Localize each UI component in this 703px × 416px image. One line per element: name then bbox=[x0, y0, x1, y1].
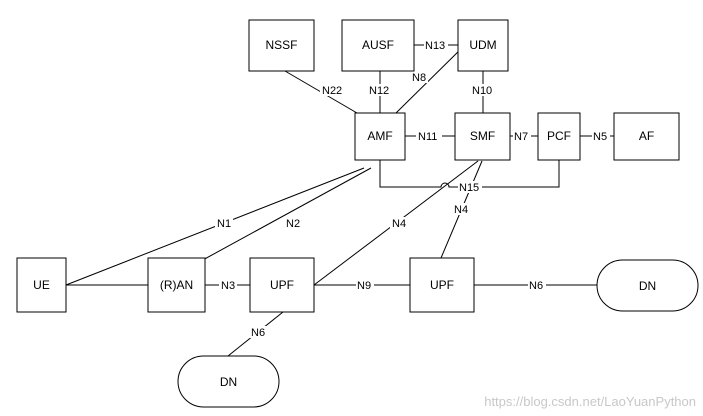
label-n12: N12 bbox=[369, 85, 389, 97]
edge-amf-pcf-n15 bbox=[379, 160, 560, 188]
nodes: NSSF AUSF UDM AMF SMF PCF AF UE bbox=[16, 19, 699, 408]
node-nssf-label: NSSF bbox=[265, 38, 297, 52]
label-n13: N13 bbox=[425, 40, 445, 52]
label-n5: N5 bbox=[593, 131, 607, 143]
node-dn-right-label: DN bbox=[639, 279, 656, 293]
node-pcf: PCF bbox=[537, 112, 581, 161]
watermark-text: https://blog.csdn.net/LaoYuanPython bbox=[484, 394, 696, 409]
label-n8: N8 bbox=[412, 72, 426, 84]
label-n6-right: N6 bbox=[529, 280, 543, 292]
node-ue: UE bbox=[16, 257, 67, 313]
node-amf-label: AMF bbox=[367, 129, 392, 143]
interface-labels: N22 N12 N8 N13 N10 N11 N7 N5 N15 N4 N1 N… bbox=[215, 39, 610, 339]
node-nssf: NSSF bbox=[248, 19, 315, 72]
label-n22: N22 bbox=[322, 85, 342, 97]
node-dn-bottom-label: DN bbox=[220, 375, 237, 389]
label-n4-upf2: N4 bbox=[454, 204, 468, 216]
node-upf-right: UPF bbox=[409, 257, 475, 313]
node-udm: UDM bbox=[457, 19, 509, 72]
node-smf-label: SMF bbox=[470, 129, 495, 143]
node-af-label: AF bbox=[639, 129, 654, 143]
node-smf: SMF bbox=[454, 112, 511, 161]
node-ran: (R)AN bbox=[147, 257, 206, 313]
node-upf-left: UPF bbox=[249, 257, 315, 313]
label-n4-upf1: N4 bbox=[392, 218, 406, 230]
node-af: AF bbox=[613, 112, 680, 161]
node-upf-left-label: UPF bbox=[270, 278, 294, 292]
node-amf: AMF bbox=[354, 112, 406, 161]
edge-udm-amf-n8 bbox=[395, 44, 466, 114]
label-n15: N15 bbox=[459, 182, 479, 194]
node-ue-label: UE bbox=[33, 278, 50, 292]
node-dn-bottom: DN bbox=[177, 355, 280, 408]
label-n6-bottom: N6 bbox=[251, 327, 265, 339]
node-upf-right-label: UPF bbox=[430, 278, 454, 292]
node-ran-label: (R)AN bbox=[160, 278, 193, 292]
edge-ran-amf-n2 bbox=[189, 167, 372, 268]
node-udm-label: UDM bbox=[469, 38, 496, 52]
node-dn-right: DN bbox=[596, 259, 699, 312]
node-ausf: AUSF bbox=[341, 19, 415, 72]
node-pcf-label: PCF bbox=[547, 129, 571, 143]
label-n2: N2 bbox=[286, 218, 300, 230]
node-ausf-label: AUSF bbox=[362, 38, 394, 52]
label-n1: N1 bbox=[217, 218, 231, 230]
label-n11: N11 bbox=[418, 131, 437, 143]
label-n10: N10 bbox=[472, 85, 492, 97]
label-n7: N7 bbox=[514, 131, 528, 143]
label-n9: N9 bbox=[357, 280, 371, 292]
label-n3: N3 bbox=[221, 280, 235, 292]
